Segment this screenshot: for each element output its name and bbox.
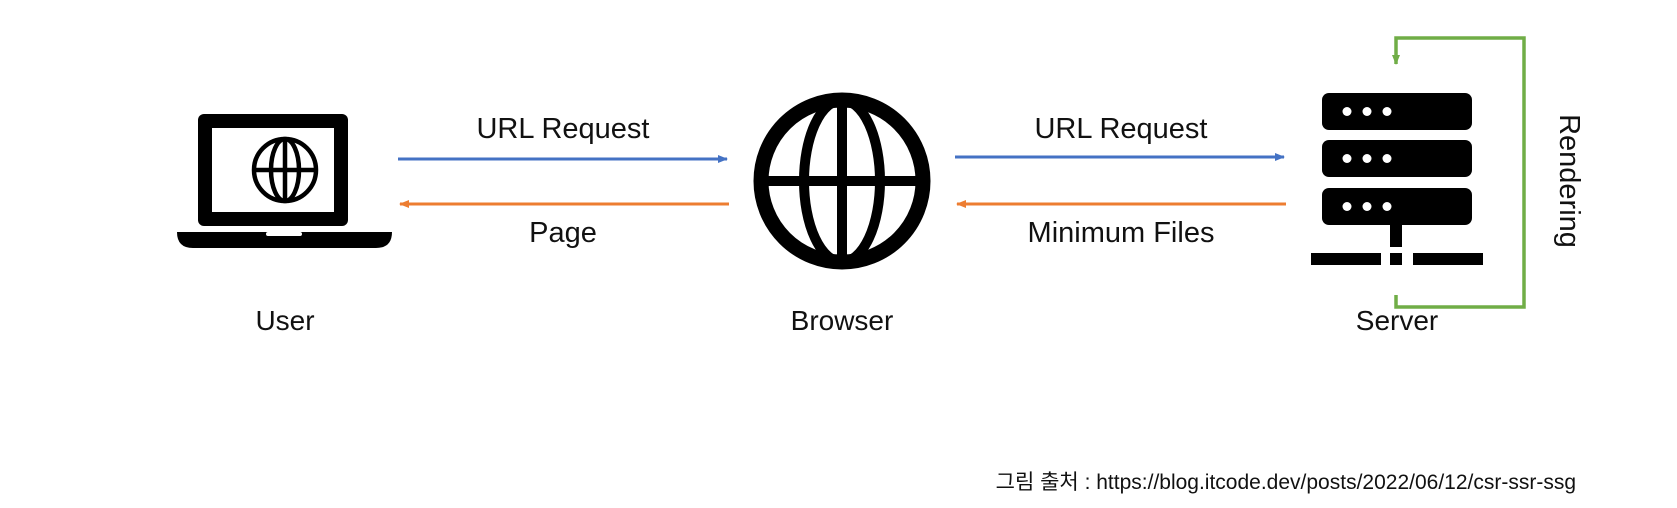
server-rack-icon <box>1311 93 1483 265</box>
browser-to-server-label: URL Request <box>1034 113 1207 145</box>
user-to-browser-label: URL Request <box>476 113 649 145</box>
rendering-loop-arrow <box>1392 36 1526 309</box>
browser-to-user-label: Page <box>529 217 597 249</box>
server-label: Server <box>1356 305 1438 336</box>
server-to-browser-label: Minimum Files <box>1028 217 1215 249</box>
user-label: User <box>255 305 314 336</box>
source-caption: 그림 출처 : https://blog.itcode.dev/posts/20… <box>996 471 1576 494</box>
laptop-globe-icon <box>177 114 392 248</box>
rendering-loop-label: Rendering <box>1553 114 1585 248</box>
globe-icon <box>753 92 931 270</box>
browser-label: Browser <box>791 305 894 336</box>
